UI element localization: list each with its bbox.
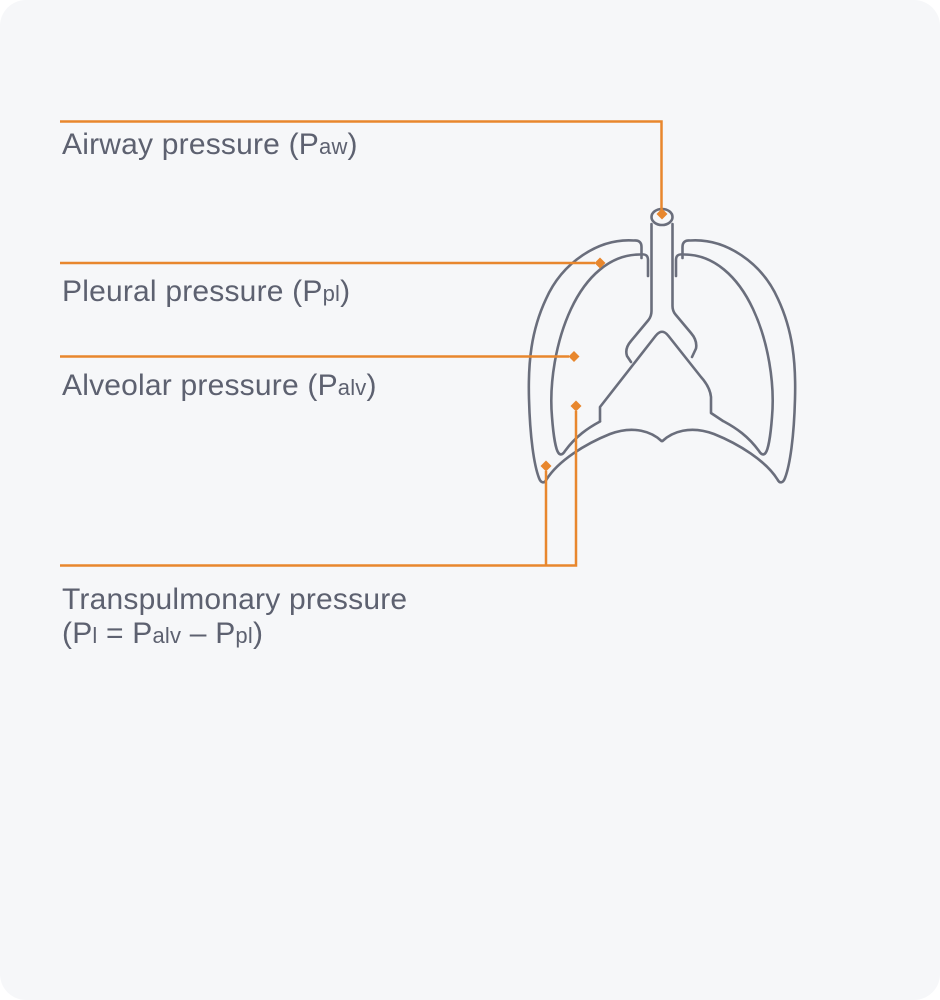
formula-part: – P bbox=[181, 617, 236, 650]
lung-inner-right bbox=[674, 253, 774, 456]
transpulmonary-label-line1: Transpulmonary pressure bbox=[62, 583, 408, 616]
pleura-outer-left bbox=[527, 239, 663, 484]
formula-part: ) bbox=[252, 617, 264, 650]
airway-leader-line bbox=[60, 120, 663, 211]
formula-part: = P bbox=[97, 617, 153, 650]
transpulmonary-upper-marker bbox=[570, 400, 582, 412]
alveolar-marker bbox=[568, 351, 580, 362]
trachea-right-wall bbox=[671, 222, 698, 359]
lungs-drawing bbox=[527, 207, 797, 484]
alveolar-label-text: Alveolar pressure (P bbox=[62, 369, 338, 402]
pleural-marker bbox=[594, 257, 606, 269]
pressure-point-markers bbox=[540, 208, 668, 472]
formula-subscript: pl bbox=[235, 623, 253, 648]
alveolar-pressure-label: Alveolar pressure (Palv) bbox=[62, 369, 377, 405]
airway-label-subscript: aw bbox=[319, 134, 348, 159]
pleura-outer-right bbox=[661, 239, 797, 484]
airway-marker bbox=[656, 208, 668, 220]
transpulmonary-lower-marker bbox=[540, 460, 552, 472]
airway-label-text: Airway pressure (P bbox=[62, 128, 320, 161]
transpulmonary-leader-line bbox=[60, 411, 578, 567]
formula-subscript: l bbox=[92, 623, 98, 648]
pleural-label-text: Pleural pressure (P bbox=[62, 275, 323, 308]
airway-pressure-label: Airway pressure (Paw) bbox=[62, 128, 358, 164]
lung-inner-left bbox=[550, 253, 650, 456]
trachea-left-wall bbox=[625, 222, 653, 364]
mediastinum-outline bbox=[598, 330, 725, 423]
formula-part: (P bbox=[62, 617, 93, 650]
pleural-label-close: ) bbox=[340, 275, 351, 308]
leader-lines bbox=[60, 120, 663, 567]
formula-subscript: alv bbox=[152, 623, 182, 648]
transpulmonary-pressure-label: Transpulmonary pressure (Pl = Palv – Ppl… bbox=[62, 583, 407, 653]
pleural-pressure-label: Pleural pressure (Ppl) bbox=[62, 275, 350, 311]
alveolar-label-close: ) bbox=[366, 369, 377, 402]
transpulmonary-label-formula: (Pl = Palv – Ppl) bbox=[62, 617, 407, 653]
pleural-label-subscript: pl bbox=[322, 281, 341, 306]
alveolar-label-subscript: alv bbox=[337, 375, 367, 400]
airway-label-close: ) bbox=[347, 128, 358, 161]
